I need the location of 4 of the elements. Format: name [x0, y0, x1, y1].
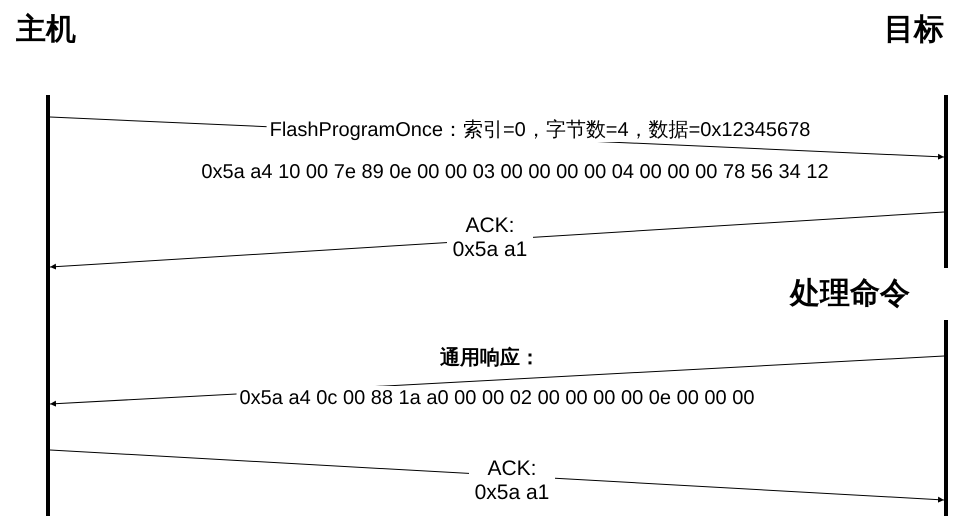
message-arrow	[50, 212, 944, 270]
message-arrow	[50, 450, 944, 503]
participant-title: 主机	[16, 12, 76, 48]
participant-title: 目标	[884, 12, 944, 48]
